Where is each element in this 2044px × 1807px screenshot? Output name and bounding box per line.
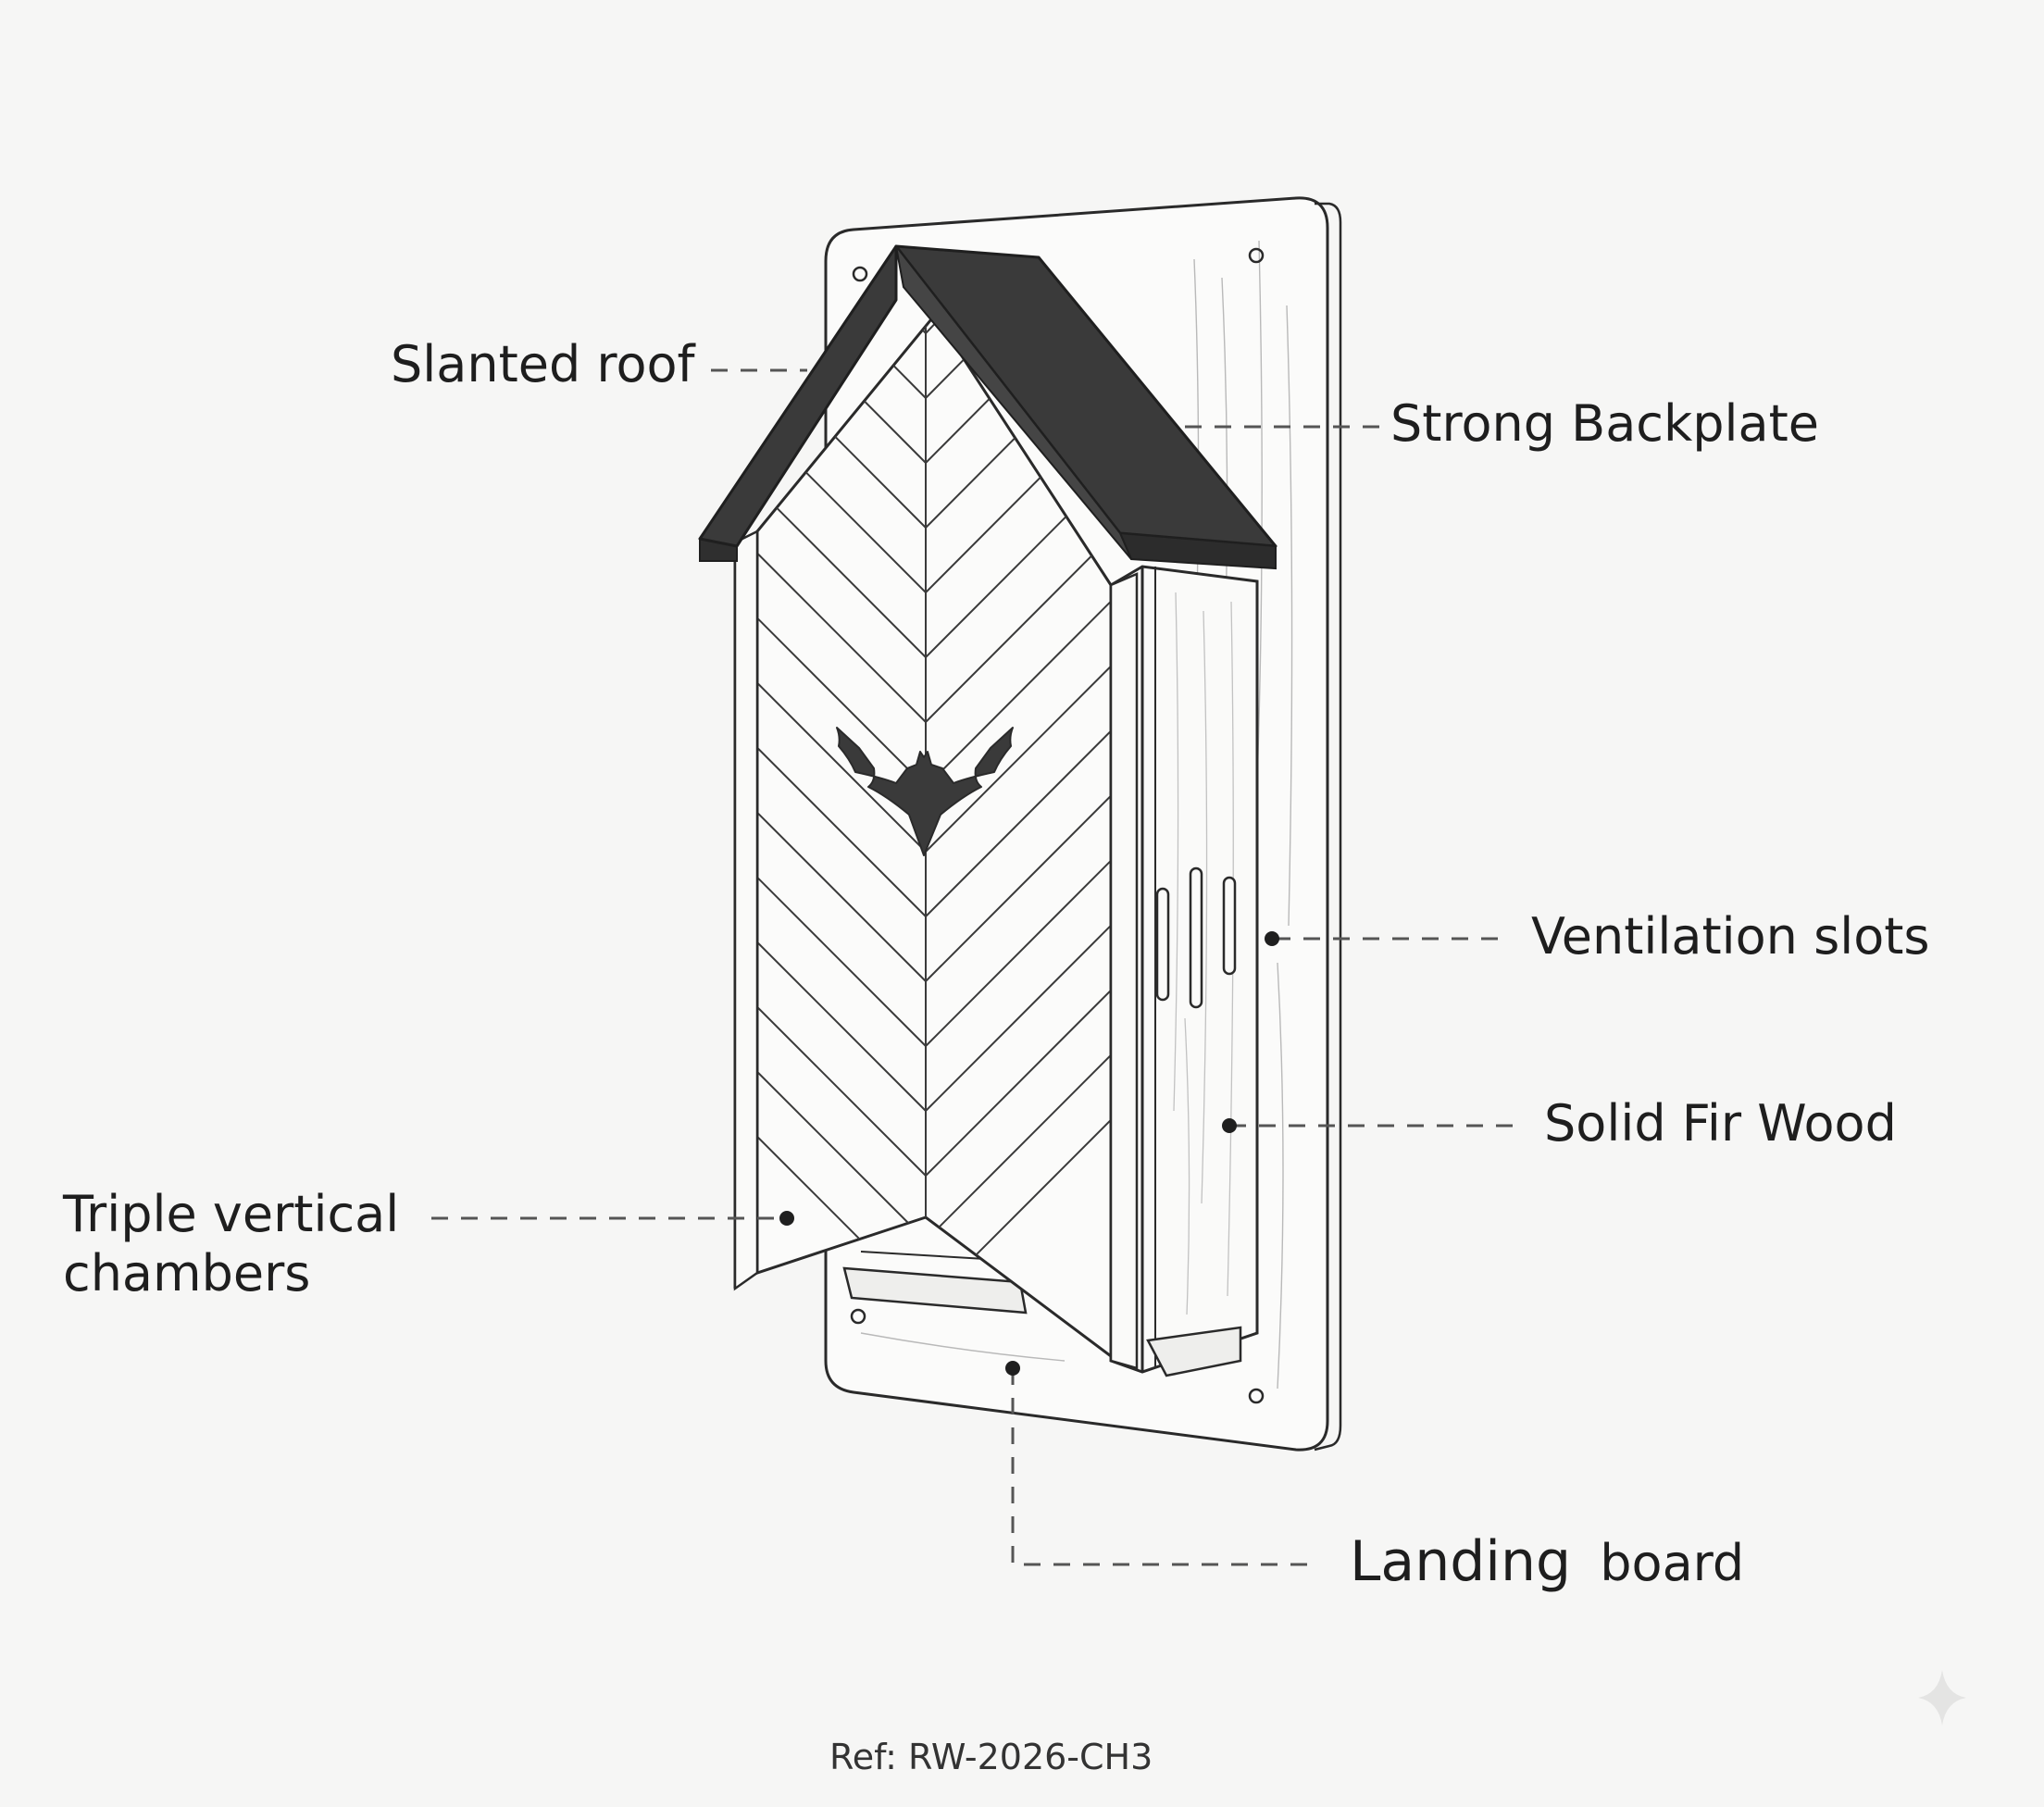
label-triple-line2: chambers bbox=[63, 1243, 311, 1302]
screw-hole bbox=[850, 1308, 866, 1325]
label-slanted-roof: Slanted roof bbox=[391, 335, 695, 393]
screw-hole bbox=[1248, 247, 1265, 264]
sparkle-icon bbox=[1918, 1670, 1966, 1726]
bat-silhouette-icon bbox=[836, 727, 1014, 856]
leader-landing-board bbox=[1011, 1368, 1315, 1566]
label-ventilation-slots: Ventilation slots bbox=[1531, 907, 1930, 966]
label-solid-fir-wood: Solid Fir Wood bbox=[1544, 1094, 1897, 1153]
label-triple-vertical-chambers: Triple vertical chambers bbox=[63, 1185, 452, 1302]
reference-code: Ref: RW-2026-CH3 bbox=[829, 1737, 1153, 1777]
screw-hole bbox=[1248, 1388, 1265, 1404]
label-triple-line1: Triple vertical bbox=[63, 1185, 400, 1243]
leader-lines bbox=[431, 368, 1514, 1566]
label-strong-backplate: Strong Backplate bbox=[1390, 394, 1820, 453]
label-landing-word: Landing bbox=[1350, 1529, 1572, 1594]
leader-dots bbox=[779, 931, 1279, 1376]
slanted-roof bbox=[698, 244, 1278, 570]
ventilation-slots bbox=[1155, 866, 1237, 1009]
front-panel bbox=[733, 312, 1139, 1370]
screw-hole bbox=[852, 266, 868, 282]
label-board-word: board bbox=[1600, 1534, 1745, 1592]
label-landing-board: Landing board bbox=[1350, 1529, 1744, 1595]
